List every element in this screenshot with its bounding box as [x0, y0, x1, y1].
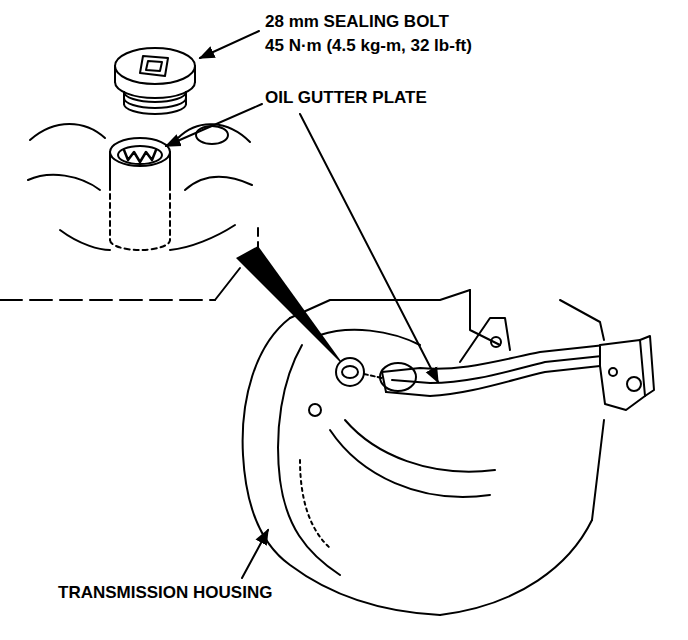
leader-line [300, 114, 438, 382]
part-label: 28 mm SEALING BOLT [265, 12, 449, 32]
leader-line [200, 31, 259, 58]
inset-border [215, 268, 240, 300]
sealing-bolt [115, 48, 195, 114]
bolt-seat-inset [28, 124, 252, 250]
inset-border [0, 299, 215, 301]
transmission-housing [243, 290, 604, 615]
leader-line [242, 530, 268, 578]
part-label: TRANSMISSION HOUSING [58, 583, 272, 603]
part-label: OIL GUTTER PLATE [265, 88, 427, 108]
leader-line [166, 104, 262, 146]
inset-pointer [236, 246, 346, 368]
part-label: 45 N·m (4.5 kg-m, 32 lb-ft) [265, 36, 472, 56]
oil-gutter-plate [382, 318, 654, 410]
